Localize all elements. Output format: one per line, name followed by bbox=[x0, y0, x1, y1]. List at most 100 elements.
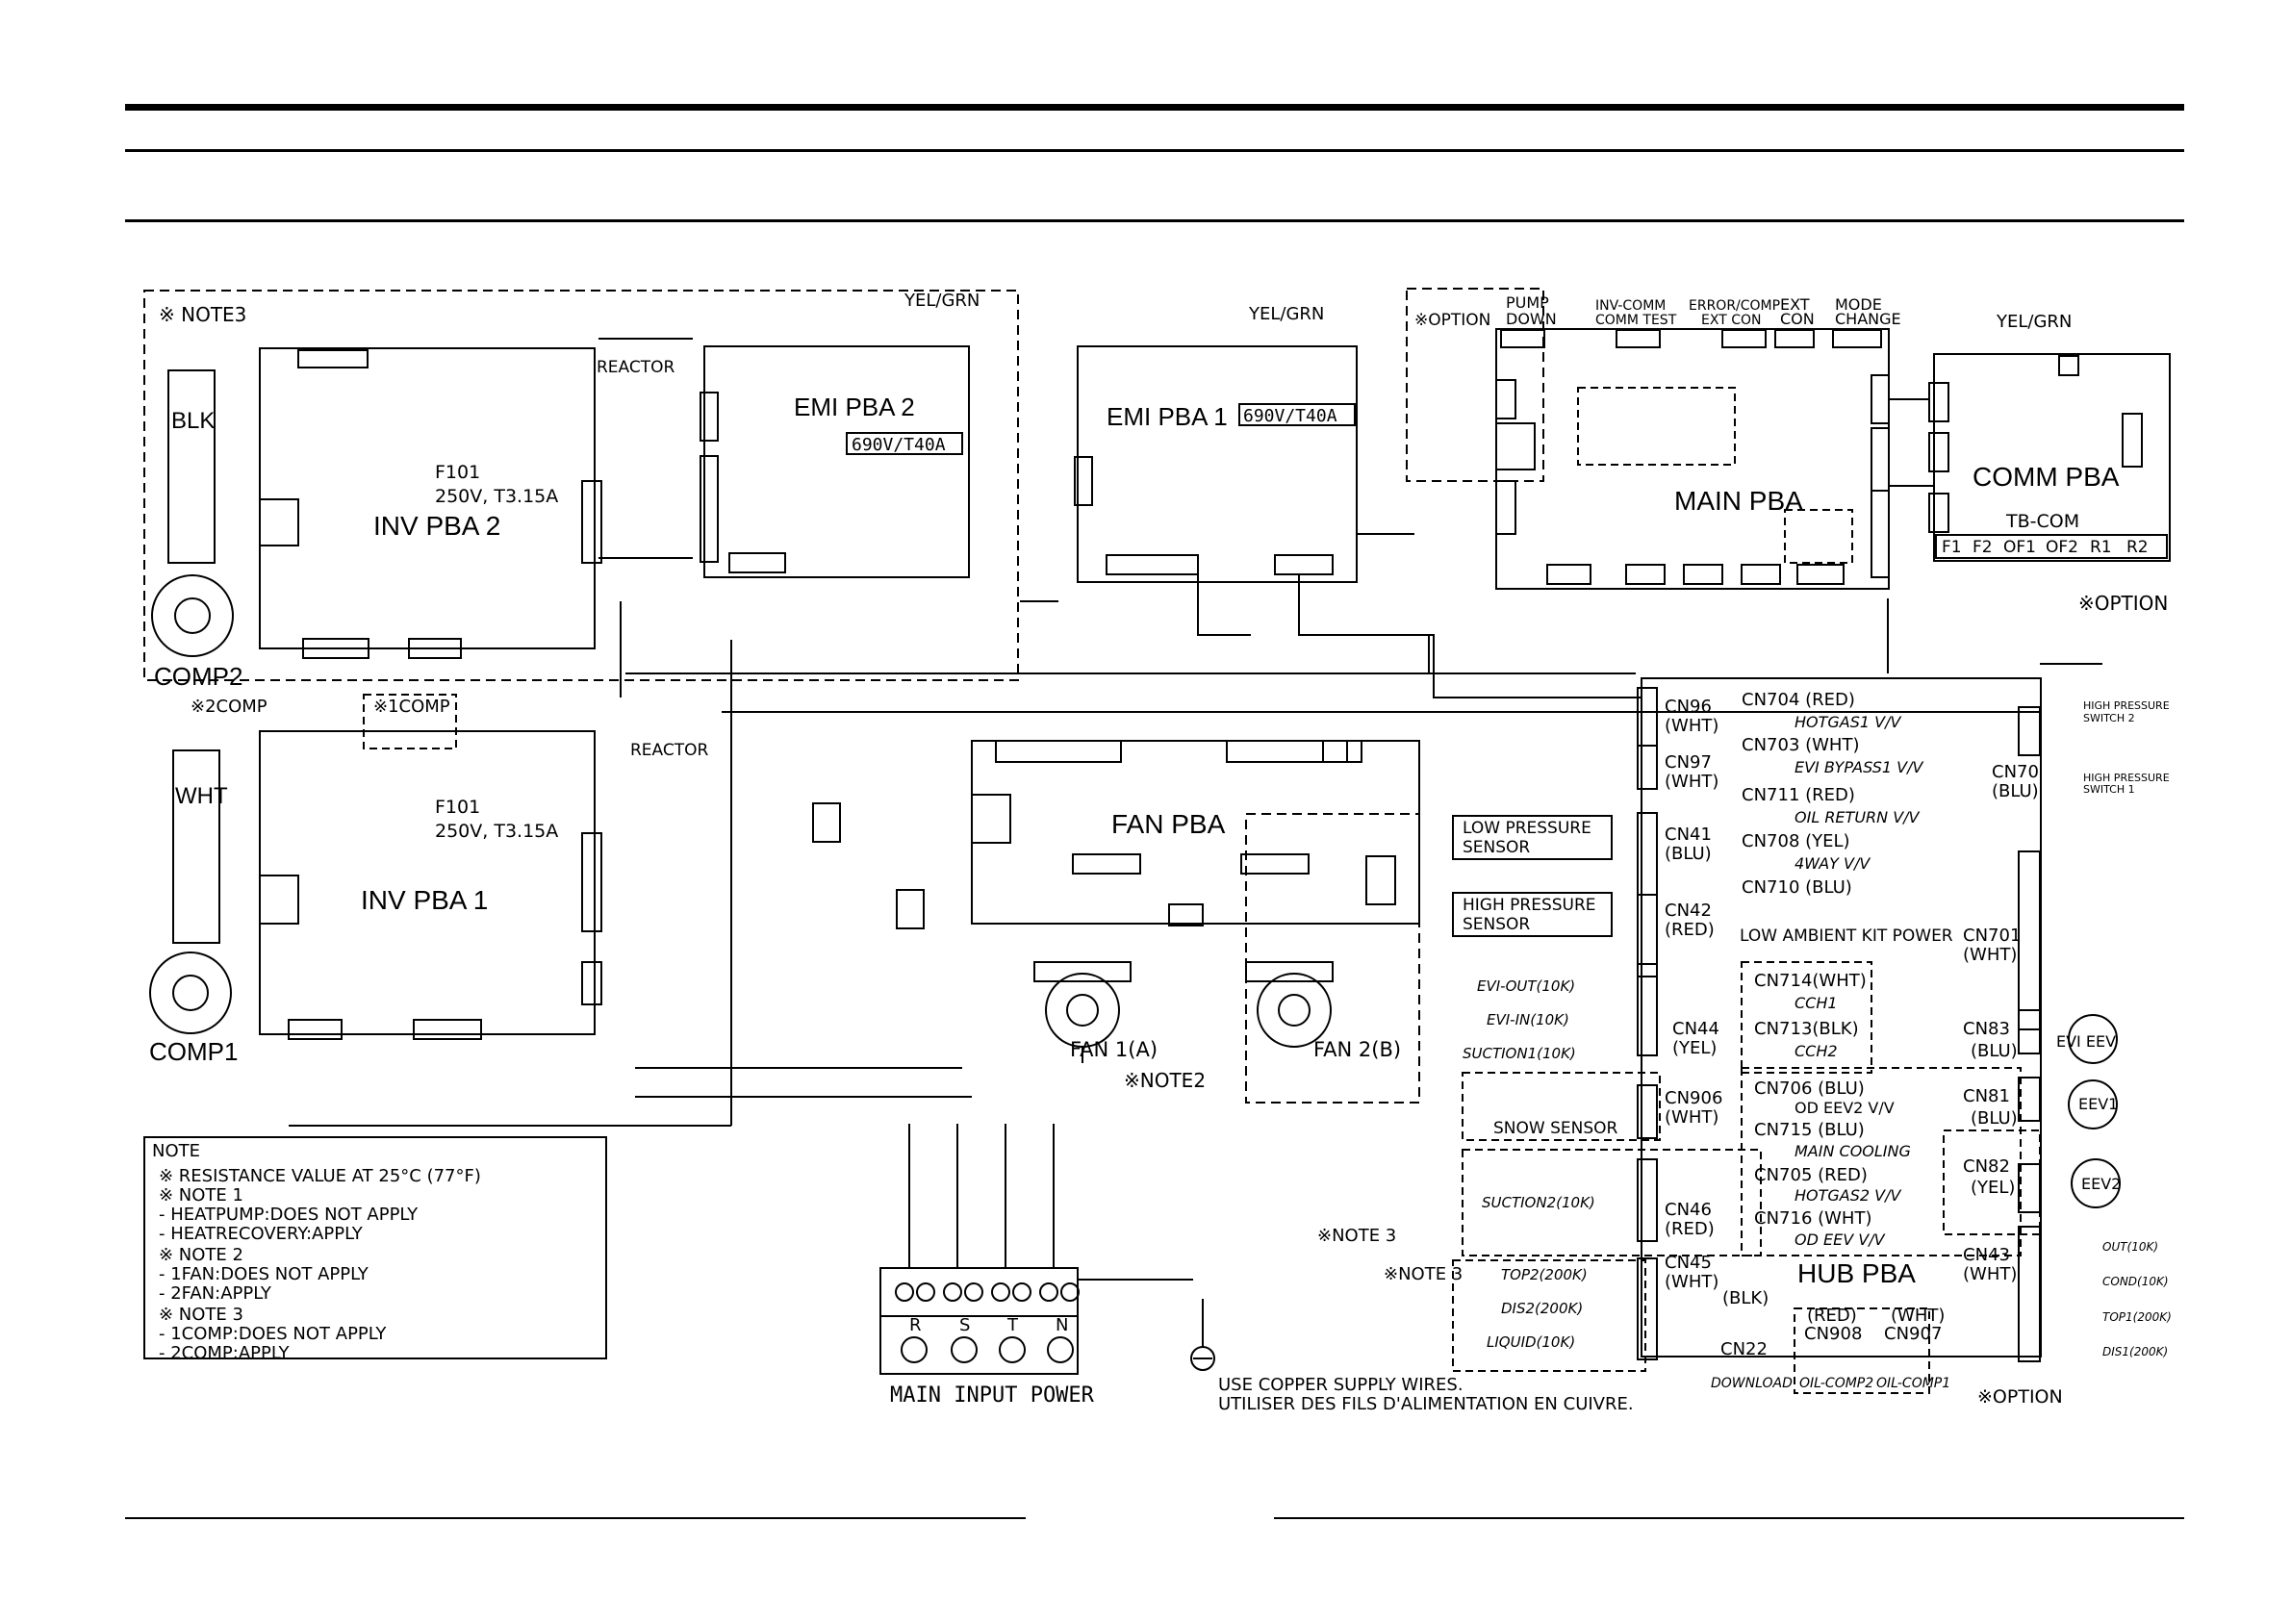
hub-left-4-color: (YEL) bbox=[1672, 1038, 1717, 1058]
note3-label-2: ※NOTE 3 bbox=[1384, 1264, 1463, 1284]
wiring bbox=[289, 338, 2102, 1347]
comm-pba-title: COMM PBA bbox=[1973, 462, 2120, 492]
hub-right-4-color: (YEL) bbox=[1971, 1178, 2015, 1198]
hub-left-3-color: (RED) bbox=[1665, 920, 1715, 940]
supply-note-en: USE COPPER SUPPLY WIRES. bbox=[1218, 1375, 1464, 1395]
hub-center-3-fn: 4WAY V/V bbox=[1795, 854, 1871, 873]
hub-bottom-cn22: CN22 bbox=[1720, 1339, 1768, 1359]
main-conn-0-top: PUMP bbox=[1506, 293, 1549, 312]
hub-bottom-cn22-color: (BLK) bbox=[1722, 1288, 1769, 1308]
main-conn-4-top: MODE bbox=[1835, 295, 1882, 314]
eev1-icon bbox=[2068, 1079, 2118, 1129]
hub-bottom-download: DOWNLOAD bbox=[1711, 1376, 1793, 1391]
supply-note-fr: UTILISER DES FILS D'ALIMENTATION EN CUIV… bbox=[1218, 1394, 1634, 1414]
comm-pba: COMM PBA TB-COM YEL/GRN bbox=[1928, 312, 2171, 562]
evi-eev-label: EVI EEV bbox=[2056, 1032, 2116, 1051]
hub-right-4-label: CN82 bbox=[1963, 1156, 2010, 1177]
main-conn-3-top: EXT bbox=[1780, 295, 1810, 314]
main-conn-4-mid: CHANGE bbox=[1835, 310, 1901, 328]
hub-center-5-fn: CCH1 bbox=[1795, 994, 1838, 1012]
high-pressure-sensor-box bbox=[1452, 892, 1613, 937]
hub-left-6-label: CN46 bbox=[1665, 1200, 1712, 1220]
low-ps-1: LOW PRESSURE bbox=[1463, 819, 1591, 838]
hub-center-10-cn: CN716 (WHT) bbox=[1754, 1208, 1871, 1229]
notes-line-6: - 2FAN:APPLY bbox=[159, 1283, 272, 1304]
hub-bottom-option: ※OPTION bbox=[1977, 1386, 2063, 1408]
hub-sensor-1: EVI-IN(10K) bbox=[1487, 1011, 1569, 1028]
emi-pba-1: EMI PBA 1 690V/T40A YEL/GRN bbox=[1074, 304, 1358, 583]
hps2-1: HIGH PRESSURE bbox=[2083, 699, 2170, 712]
notes-line-1: ※ NOTE 1 bbox=[159, 1185, 243, 1205]
hub-center-6-cn: CN713(BLK) bbox=[1754, 1019, 1859, 1039]
hub-left-7-label: CN45 bbox=[1665, 1253, 1712, 1273]
fan2-label: FAN 2(B) bbox=[1313, 1038, 1401, 1061]
hub-right-0-label: CN70 bbox=[1992, 762, 2039, 782]
main-conn-3-mid: CON bbox=[1780, 310, 1815, 328]
hub-left-1-label: CN97 bbox=[1665, 752, 1712, 773]
low-ambient: LOW AMBIENT KIT POWER bbox=[1740, 926, 1953, 946]
hub-right-sensor-1: COND(10K) bbox=[2102, 1275, 2169, 1288]
hub-left-4-label: CN44 bbox=[1672, 1019, 1719, 1039]
notes-header: NOTE bbox=[152, 1141, 200, 1161]
hub-bottom-cn908-color: (RED) bbox=[1807, 1306, 1857, 1326]
low-pressure-sensor-box bbox=[1452, 815, 1613, 860]
note2-label: ※NOTE2 bbox=[1124, 1069, 1206, 1092]
tb-f1: F1 bbox=[1942, 538, 1962, 557]
fan-pba-title: FAN PBA bbox=[1111, 809, 1226, 839]
wht-box-label: WHT bbox=[175, 783, 228, 809]
tb-f2: F2 bbox=[1973, 538, 1993, 557]
hub-bottom-cn907: CN907 bbox=[1884, 1324, 1942, 1344]
comm-yelgrn: YEL/GRN bbox=[1996, 312, 2072, 332]
inv2-reactor: REACTOR bbox=[597, 358, 675, 377]
main-conn-1-mid: COMM TEST bbox=[1595, 313, 1677, 328]
hub-bottom-cn907-color: (WHT) bbox=[1891, 1306, 1945, 1326]
hub-center-7-cn: CN706 (BLU) bbox=[1754, 1078, 1865, 1099]
hub-left-1-color: (WHT) bbox=[1665, 772, 1718, 792]
high-ps-1: HIGH PRESSURE bbox=[1463, 896, 1596, 915]
inv2-title: INV PBA 2 bbox=[373, 511, 500, 541]
hub-center-8-fn: MAIN COOLING bbox=[1795, 1142, 1911, 1160]
power-r: R bbox=[909, 1315, 922, 1335]
notes-line-9: - 2COMP:APPLY bbox=[159, 1343, 291, 1363]
main-pba: ※OPTION MAIN PBA bbox=[1406, 288, 1890, 590]
ground-icon bbox=[1190, 1346, 1215, 1371]
main-pba-title: MAIN PBA bbox=[1674, 486, 1803, 516]
hub-left-0-color: (WHT) bbox=[1665, 716, 1718, 736]
hub-left-3-label: CN42 bbox=[1665, 901, 1712, 921]
hub-center-0-cn: CN704 (RED) bbox=[1742, 690, 1855, 710]
hub-right-1-color: (WHT) bbox=[1963, 945, 2017, 965]
hub-right-2-label: CN83 bbox=[1963, 1019, 2010, 1039]
inv1-fuse-rating: 250V, T3.15A bbox=[435, 821, 558, 842]
notes-line-2: - HEATPUMP:DOES NOT APPLY bbox=[159, 1205, 419, 1225]
tb-of2: OF2 bbox=[2046, 538, 2078, 557]
yel-block-1 bbox=[812, 802, 841, 843]
hub-right-5-label: CN43 bbox=[1963, 1245, 2010, 1265]
low-ps-2: SENSOR bbox=[1463, 838, 1530, 857]
emi1-title: EMI PBA 1 bbox=[1107, 402, 1228, 431]
high-ps-2: SENSOR bbox=[1463, 915, 1530, 934]
comm-tb-label: TB-COM bbox=[2005, 511, 2079, 532]
inv2-fuse: F101 bbox=[435, 462, 480, 483]
comp1-group: WHT COMP1 bbox=[149, 749, 238, 1066]
inv1-fuse: F101 bbox=[435, 797, 480, 818]
comp2-group: BLK COMP2 bbox=[151, 369, 242, 691]
inv2-note3: ※ NOTE3 bbox=[159, 303, 246, 326]
main-input-power bbox=[879, 1267, 1080, 1375]
hub-center-1-fn: EVI BYPASS1 V/V bbox=[1795, 758, 1923, 776]
emi-pba-2: EMI PBA 2 690V/T40A YEL/GRN bbox=[700, 291, 980, 578]
hub-left-5-color: (WHT) bbox=[1665, 1107, 1718, 1128]
comp1-select: ※1COMP bbox=[373, 697, 450, 717]
eev2-label: EEV2 bbox=[2081, 1175, 2121, 1193]
hub-right-1-label: CN701 bbox=[1963, 926, 2021, 946]
hub-left-6-color: (RED) bbox=[1665, 1219, 1715, 1239]
yel-block-2 bbox=[896, 889, 925, 929]
hub-right-3-color: (BLU) bbox=[1971, 1108, 2018, 1129]
emi2-yelgrn: YEL/GRN bbox=[904, 291, 980, 311]
hub-right-sensor-2: TOP1(200K) bbox=[2102, 1310, 2172, 1324]
power-t: T bbox=[1006, 1315, 1019, 1335]
dred-option: ※OPTION bbox=[2078, 592, 2168, 615]
hub-sensor-3: SUCTION2(10K) bbox=[1482, 1194, 1595, 1211]
notes-box bbox=[143, 1136, 607, 1359]
